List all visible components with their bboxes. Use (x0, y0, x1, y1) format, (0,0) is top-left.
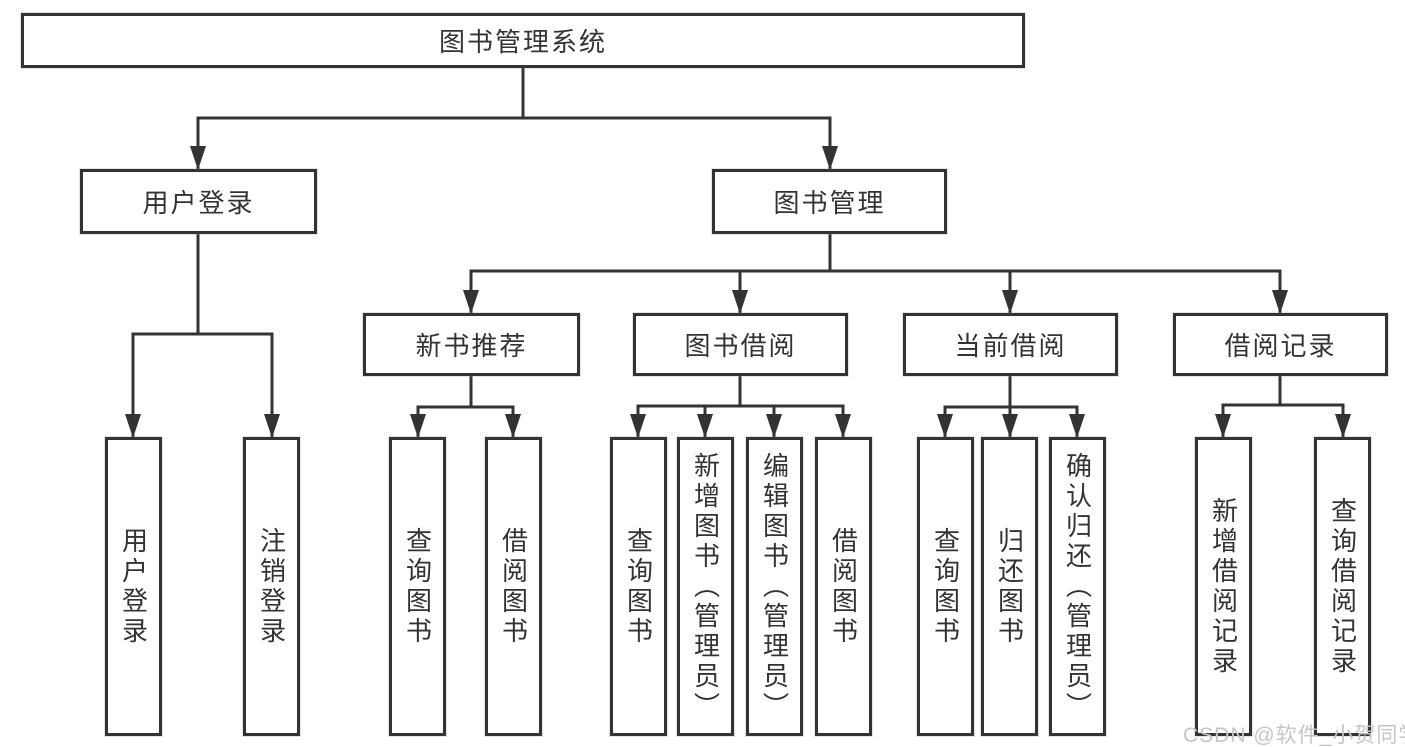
leaf-recommend-borrow-book: 借阅图书 (485, 437, 542, 736)
node-new-book-recommend: 新书推荐 (363, 313, 580, 376)
leaf-borrow-query-book-label: 查询图书 (623, 526, 654, 647)
leaf-add-book-admin-label: 新增图书（管理员） (690, 451, 721, 722)
leaf-edit-book-admin: 编辑图书（管理员） (746, 437, 803, 736)
leaf-confirm-return-admin: 确认归还（管理员） (1049, 437, 1106, 736)
leaf-recommend-borrow-book-label: 借阅图书 (498, 526, 529, 647)
csdn-watermark: CSDN @软件_小贺同学 (1183, 724, 1405, 747)
node-book-borrow-label: 图书借阅 (684, 331, 797, 361)
leaf-borrow-book: 借阅图书 (815, 437, 872, 736)
leaf-query-borrow-record: 查询借阅记录 (1314, 437, 1371, 736)
node-user-login: 用户登录 (80, 169, 317, 234)
leaf-add-borrow-record: 新增借阅记录 (1195, 437, 1252, 736)
leaf-return-book-label: 归还图书 (994, 526, 1025, 647)
node-borrow-record: 借阅记录 (1173, 313, 1388, 376)
leaf-user-login-label: 用户登录 (118, 526, 149, 647)
node-current-borrow: 当前借阅 (903, 313, 1118, 376)
leaf-edit-book-admin-label: 编辑图书（管理员） (759, 451, 790, 722)
leaf-current-query-book-label: 查询图书 (930, 526, 961, 647)
node-book-management-label: 图书管理 (773, 188, 886, 218)
node-book-management: 图书管理 (712, 169, 947, 234)
node-library-system-label: 图书管理系统 (438, 27, 607, 57)
leaf-user-login: 用户登录 (105, 437, 162, 736)
node-current-borrow-label: 当前借阅 (954, 331, 1067, 361)
leaf-recommend-query-book-label: 查询图书 (402, 526, 433, 647)
leaf-borrow-book-label: 借阅图书 (828, 526, 859, 647)
leaf-confirm-return-admin-label: 确认归还（管理员） (1062, 451, 1093, 722)
node-library-system: 图书管理系统 (21, 13, 1025, 68)
leaf-current-query-book: 查询图书 (917, 437, 974, 736)
leaf-recommend-query-book: 查询图书 (389, 437, 446, 736)
node-user-login-label: 用户登录 (142, 188, 255, 218)
leaf-borrow-query-book: 查询图书 (610, 437, 667, 736)
leaf-add-borrow-record-label: 新增借阅记录 (1208, 496, 1239, 677)
node-new-book-recommend-label: 新书推荐 (415, 331, 528, 361)
leaf-add-book-admin: 新增图书（管理员） (677, 437, 734, 736)
node-borrow-record-label: 借阅记录 (1224, 331, 1337, 361)
leaf-return-book: 归还图书 (981, 437, 1038, 736)
leaf-logout-label: 注销登录 (256, 526, 287, 647)
leaf-logout: 注销登录 (243, 437, 300, 736)
node-book-borrow: 图书借阅 (633, 313, 848, 376)
leaf-query-borrow-record-label: 查询借阅记录 (1327, 496, 1358, 677)
